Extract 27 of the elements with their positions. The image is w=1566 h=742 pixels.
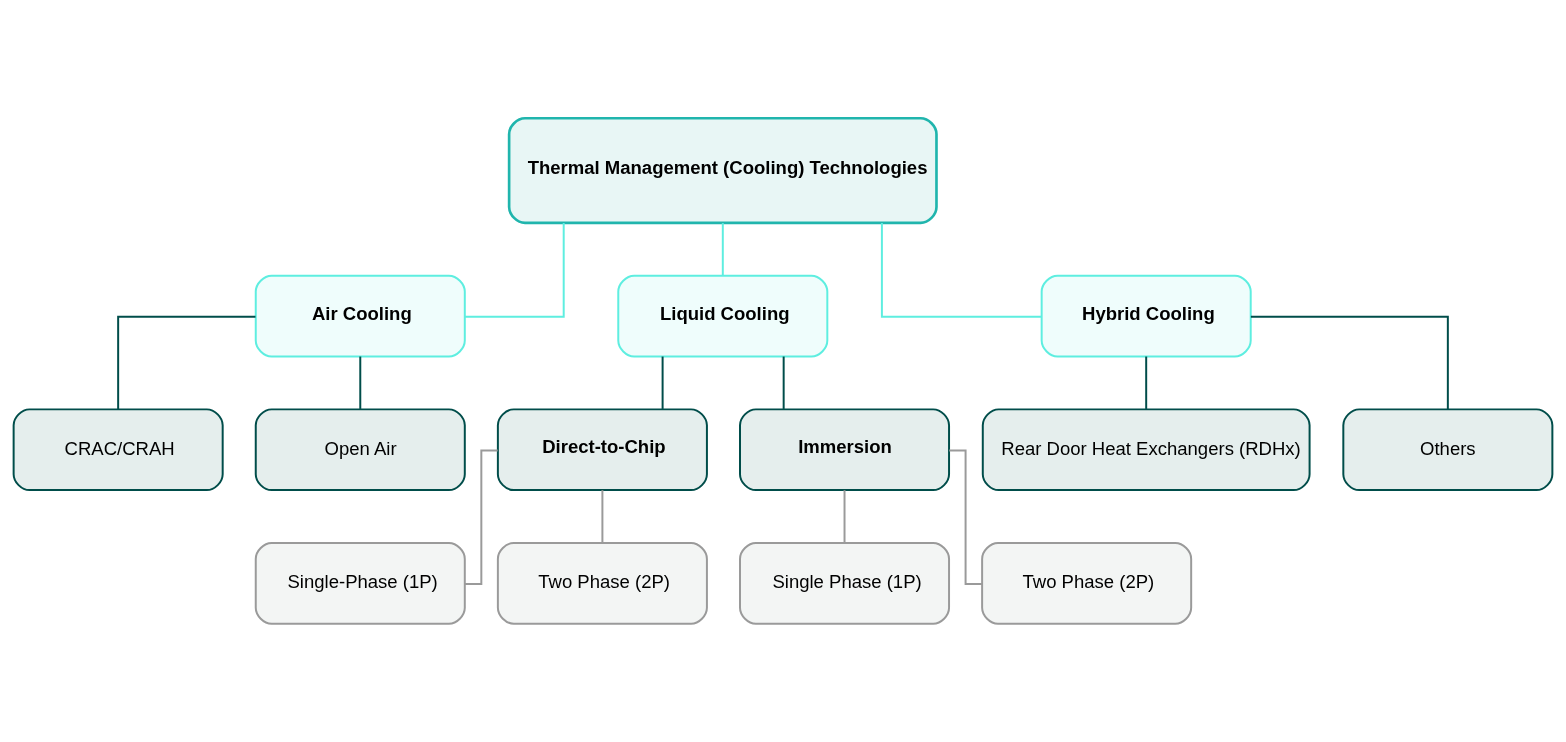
- node-box: Hybrid Cooling: [1040, 274, 1252, 358]
- connector: [880, 221, 1043, 318]
- node-box: Others: [1342, 408, 1554, 492]
- node-box: Two Phase (2P): [496, 542, 708, 625]
- node-box: Single Phase (1P): [739, 542, 951, 625]
- connector: [661, 355, 664, 410]
- node-box: Two Phase (2P): [981, 542, 1193, 625]
- connector: [464, 221, 565, 318]
- node-box: Thermal Management (Cooling) Technologies: [507, 116, 938, 225]
- connector: [948, 449, 983, 585]
- connector: [782, 355, 785, 410]
- connector: [843, 489, 846, 544]
- node-box: Immersion: [739, 408, 951, 492]
- connector: [359, 355, 362, 410]
- node-box: Rear Door Heat Exchangers (RDHx): [981, 408, 1311, 492]
- connector: [721, 222, 724, 277]
- node-box: Single-Phase (1P): [254, 542, 466, 625]
- node-box: Air Cooling: [254, 274, 466, 358]
- node-box: CRAC/CRAH: [12, 408, 224, 492]
- node-box: Open Air: [254, 408, 466, 492]
- node-box: Liquid Cooling: [617, 274, 829, 358]
- connector: [601, 489, 604, 544]
- connector: [117, 315, 257, 411]
- connector: [1249, 315, 1449, 411]
- connector: [1145, 355, 1148, 410]
- node-box: Direct-to-Chip: [496, 408, 708, 492]
- connector: [464, 449, 499, 585]
